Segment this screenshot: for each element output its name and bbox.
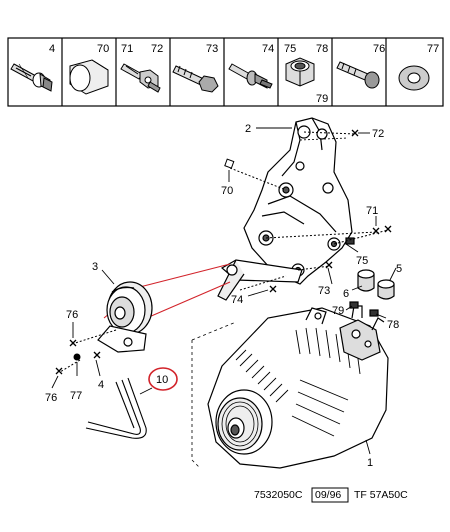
bolt-icon bbox=[172, 65, 219, 93]
stud-with-nut-icon bbox=[120, 63, 161, 93]
header-label-78: 78 bbox=[316, 43, 328, 55]
header-label-79: 79 bbox=[316, 93, 328, 105]
callout-77: 77 bbox=[70, 390, 82, 402]
header-label-76: 76 bbox=[373, 43, 385, 55]
tensioner-pulley bbox=[106, 281, 153, 335]
cap-screw-icon bbox=[336, 61, 380, 89]
callout-73: 73 bbox=[318, 285, 330, 297]
date-box bbox=[311, 487, 349, 503]
bolt-with-washer-icon bbox=[10, 63, 53, 92]
callout-1: 1 bbox=[367, 457, 373, 469]
reference-date: 09/96 bbox=[315, 489, 341, 501]
alternator-dashed-outline bbox=[191, 321, 237, 469]
callout-5: 5 bbox=[396, 263, 402, 275]
stud-bolt-icon bbox=[228, 63, 273, 89]
callout-10: 10 bbox=[156, 374, 168, 386]
flat-washer-icon bbox=[398, 65, 430, 91]
drive-belt bbox=[85, 377, 147, 439]
reference-footer: 7532050C 09/96 TF 57A50C bbox=[254, 487, 408, 503]
highlight-circle bbox=[148, 367, 178, 391]
callout-75: 75 bbox=[356, 255, 368, 267]
reference-tf: TF 57A50C bbox=[354, 489, 408, 501]
fastener-markers bbox=[55, 129, 392, 375]
callout-72: 72 bbox=[372, 128, 384, 140]
callout-2: 2 bbox=[245, 123, 251, 135]
callout-76-lower: 76 bbox=[45, 392, 57, 404]
sleeve-bushing-icon bbox=[69, 59, 109, 95]
header-label-4: 4 bbox=[49, 43, 55, 55]
spacer-79 bbox=[349, 301, 359, 309]
callout-leaders bbox=[51, 127, 397, 455]
reference-code: 7532050C bbox=[254, 489, 303, 501]
pulley-bracket-arm bbox=[97, 325, 147, 353]
header-label-75: 75 bbox=[284, 43, 296, 55]
callout-79: 79 bbox=[332, 305, 344, 317]
parts-header-frame bbox=[7, 37, 444, 107]
callout-70: 70 bbox=[221, 185, 233, 197]
parts-header-strip bbox=[7, 37, 444, 107]
header-label-77: 77 bbox=[427, 43, 439, 55]
callout-76-upper: 76 bbox=[66, 309, 78, 321]
header-label-70: 70 bbox=[97, 43, 109, 55]
spacer-78 bbox=[369, 309, 379, 317]
header-label-72: 72 bbox=[151, 43, 163, 55]
callout-6: 6 bbox=[343, 288, 349, 300]
header-label-71: 71 bbox=[121, 43, 133, 55]
mounting-bracket bbox=[243, 117, 353, 285]
header-label-74: 74 bbox=[262, 43, 274, 55]
callout-71: 71 bbox=[366, 205, 378, 217]
callout-74: 74 bbox=[231, 294, 243, 306]
alternator bbox=[207, 305, 389, 469]
callout-78: 78 bbox=[387, 319, 399, 331]
header-label-73: 73 bbox=[206, 43, 218, 55]
part-70-marker bbox=[224, 158, 235, 169]
rubber-bushes bbox=[345, 237, 395, 317]
callout-3: 3 bbox=[92, 261, 98, 273]
hex-nut-icon bbox=[285, 57, 315, 87]
tensioner-link bbox=[217, 259, 303, 301]
callout-4: 4 bbox=[98, 379, 104, 391]
